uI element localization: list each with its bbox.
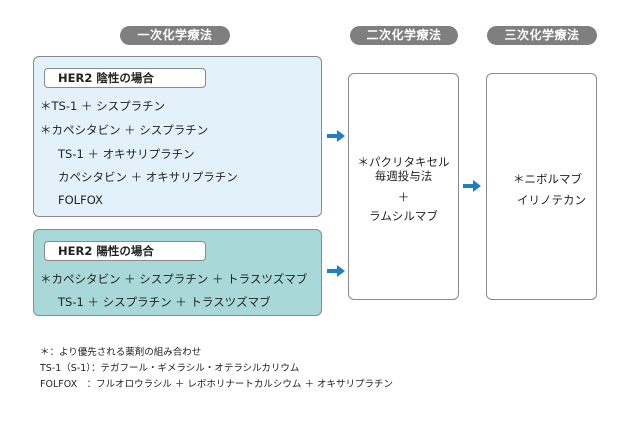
her2-negative-item: カペシタビン ＋ オキサリプラチン	[58, 170, 238, 184]
her2-positive-item: ＊カペシタビン ＋ シスプラチン ＋ トラスツズマブ	[40, 272, 308, 286]
second-line-text: ラムシルマブ	[369, 209, 438, 223]
third-line-header: 三次化学療法	[487, 26, 597, 45]
second-line-text: ＊パクリタキセル	[357, 155, 450, 169]
her2-negative-item: ＊カペシタビン ＋ シスプラチン	[40, 123, 209, 137]
her2-positive-item: TS-1 ＋ シスプラチン ＋ トラスツズマブ	[58, 295, 271, 309]
first-line-header: 一次化学療法	[120, 26, 230, 45]
third-line-text: イリノテカン	[517, 193, 586, 207]
second-line-header: 二次化学療法	[350, 26, 458, 45]
second-line-box	[348, 73, 459, 300]
second-line-text: 毎週投与法	[374, 169, 433, 183]
third-line-text: ＊ニボルマブ	[513, 172, 582, 186]
footnote: TS-1（S-1）：テガフール・ギメラシル・オテラシルカリウム	[40, 363, 300, 374]
her2-negative-title: HER2 陰性の場合	[44, 68, 206, 88]
her2-positive-title: HER2 陽性の場合	[44, 241, 206, 261]
footnote: ＊：より優先される薬剤の組み合わせ	[40, 347, 202, 358]
arrow-right-icon	[463, 180, 481, 192]
her2-negative-item: FOLFOX	[58, 193, 103, 207]
arrow-right-icon	[327, 130, 345, 142]
her2-negative-item: ＊TS-1 ＋ シスプラチン	[40, 99, 166, 113]
her2-negative-item: TS-1 ＋ オキサリプラチン	[58, 147, 195, 161]
footnote: FOLFOX ：フルオロウラシル ＋ レボホリナートカルシウム ＋ オキサリプラ…	[40, 379, 393, 390]
second-line-text: ＋	[397, 190, 410, 204]
arrow-right-icon	[327, 265, 345, 277]
third-line-box	[486, 73, 597, 300]
